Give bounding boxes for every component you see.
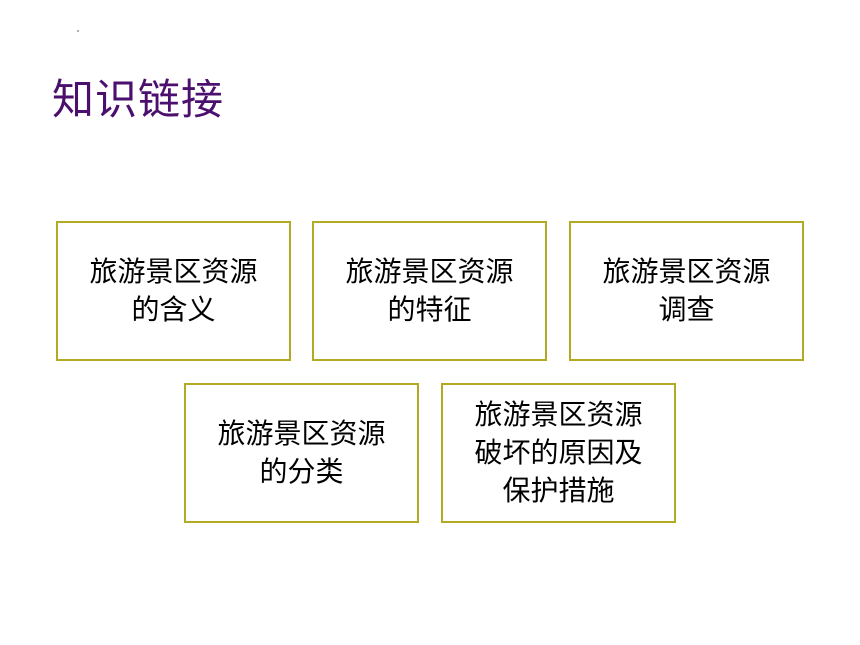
topic-card-protection[interactable]: 旅游景区资源 破坏的原因及 保护措施: [441, 383, 676, 523]
topic-card-classification[interactable]: 旅游景区资源 的分类: [184, 383, 419, 523]
decorative-dot: [77, 30, 79, 32]
topic-card-features[interactable]: 旅游景区资源 的特征: [312, 221, 547, 361]
topic-card-survey[interactable]: 旅游景区资源 调查: [569, 221, 804, 361]
slide-title: 知识链接: [52, 75, 225, 124]
topic-card-meaning[interactable]: 旅游景区资源 的含义: [56, 221, 291, 361]
